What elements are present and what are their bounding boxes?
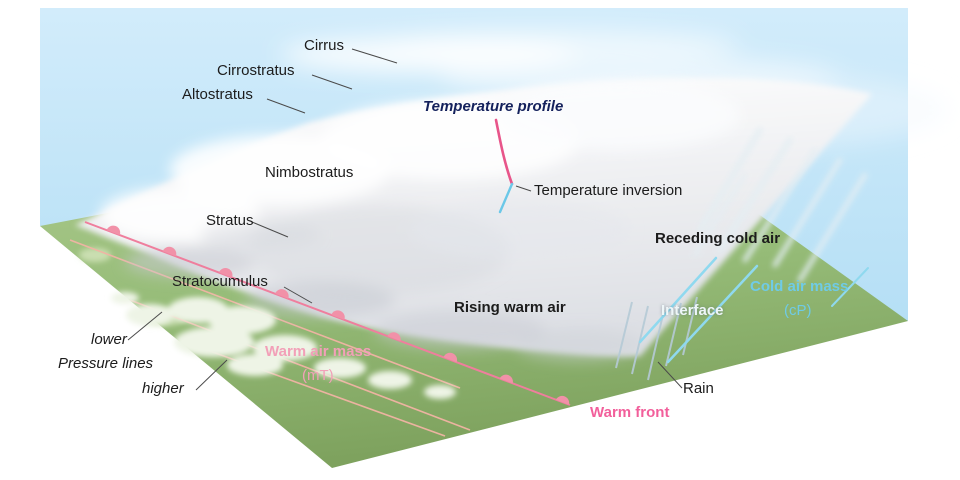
stratocumulus-puffs	[111, 292, 456, 399]
interface-lines	[638, 256, 869, 364]
label-temperature-inversion: Temperature inversion	[534, 182, 683, 199]
label-warm-air-mass-code: (mT)	[302, 367, 334, 384]
label-rain: Rain	[683, 380, 714, 397]
label-pressure-lines: Pressure lines	[58, 355, 154, 372]
warm-front-line	[84, 221, 571, 406]
label-pressure-lower: lower	[91, 331, 127, 348]
temperature-profile-curve	[494, 118, 514, 214]
leader-lines	[127, 48, 683, 391]
cloud-slab	[75, 78, 872, 361]
label-receding-cold-air: Receding cold air	[655, 230, 781, 247]
label-interface: Interface	[661, 302, 724, 319]
label-cold-air-mass: Cold air mass	[750, 278, 849, 295]
label-nimbostratus: Nimbostratus	[265, 164, 354, 181]
label-cirrostratus: Cirrostratus	[217, 62, 295, 79]
label-warm-air-mass: Warm air mass	[265, 343, 372, 360]
label-cirrus: Cirrus	[304, 37, 344, 54]
label-altostratus: Altostratus	[182, 86, 253, 103]
label-warm-front: Warm front	[590, 404, 670, 421]
virga-streaks	[693, 127, 868, 283]
rain-streaks	[615, 296, 698, 381]
label-temperature-profile: Temperature profile	[423, 98, 564, 115]
label-stratocumulus: Stratocumulus	[172, 273, 268, 290]
label-stratus: Stratus	[206, 212, 254, 229]
label-cold-air-mass-code: (cP)	[784, 302, 812, 319]
label-pressure-higher: higher	[142, 380, 184, 397]
label-rising-warm-air: Rising warm air	[454, 299, 566, 316]
